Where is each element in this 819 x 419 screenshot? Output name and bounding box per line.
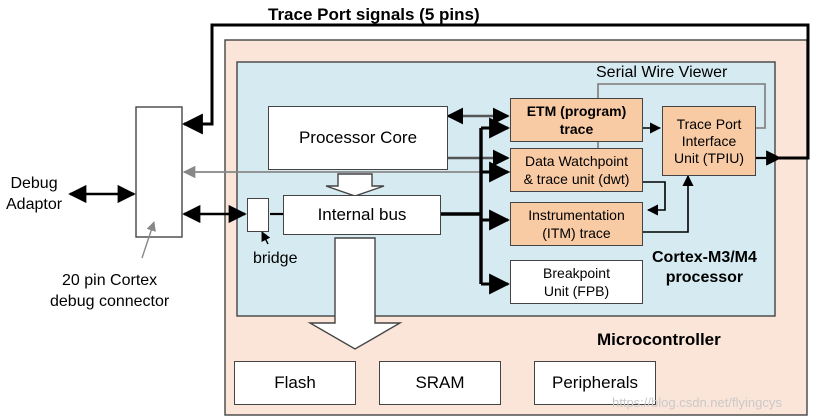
itm-label: Instrumentation (ITM) trace [528,207,625,241]
debug-adaptor-label: Debug Adaptor [6,175,63,213]
sram-label: SRAM [415,373,465,392]
etm-label: ETM (program) trace [526,103,627,137]
processor-core-label: Processor Core [298,128,418,147]
debug-connector-block [135,106,183,238]
processor-core-block: Processor Core [268,106,448,170]
fpb-block: Breakpoint Unit (FPB) [510,260,643,304]
fpb-label: Breakpoint Unit (FPB) [543,265,610,299]
watermark: https://blog.csdn.net/flyingcys [612,395,782,410]
flash-label: Flash [274,373,316,392]
bridge-pointer [261,231,271,245]
serial-wire-viewer-label: Serial Wire Viewer [596,64,728,81]
bridge-label: bridge [253,250,298,267]
peripherals-block: Peripherals [534,361,656,405]
connector-label: 20 pin Cortex debug connector [50,272,170,310]
dwt-block: Data Watchpoint & trace unit (dwt) [510,148,643,192]
diagram-title: Trace Port signals (5 pins) [268,5,480,24]
etm-block: ETM (program) trace [510,98,643,142]
itm-block: Instrumentation (ITM) trace [510,202,643,246]
bridge-block [247,198,269,232]
internal-bus-label: Internal bus [317,205,407,224]
memory-hollow-arrow [307,237,403,350]
connector-pointer [141,221,156,259]
flash-block: Flash [234,361,356,405]
core-bus-hollow-arrow [325,173,385,197]
peripherals-label: Peripherals [552,373,638,392]
itm-tpiu-arrow [643,174,694,233]
sram-block: SRAM [379,361,501,405]
tpiu-block: Trace Port Interface Unit (TPIU) [662,106,756,176]
processor-label: Cortex-M3/M4 processor [652,249,757,286]
dwt-itm-arrow [643,181,666,216]
microcontroller-label: Microcontroller [597,330,721,349]
dwt-label: Data Watchpoint & trace unit (dwt) [523,153,630,187]
internal-bus-block: Internal bus [283,195,441,235]
tpiu-label: Trace Port Interface Unit (TPIU) [674,115,744,166]
trace-port-signal-line [181,23,810,160]
